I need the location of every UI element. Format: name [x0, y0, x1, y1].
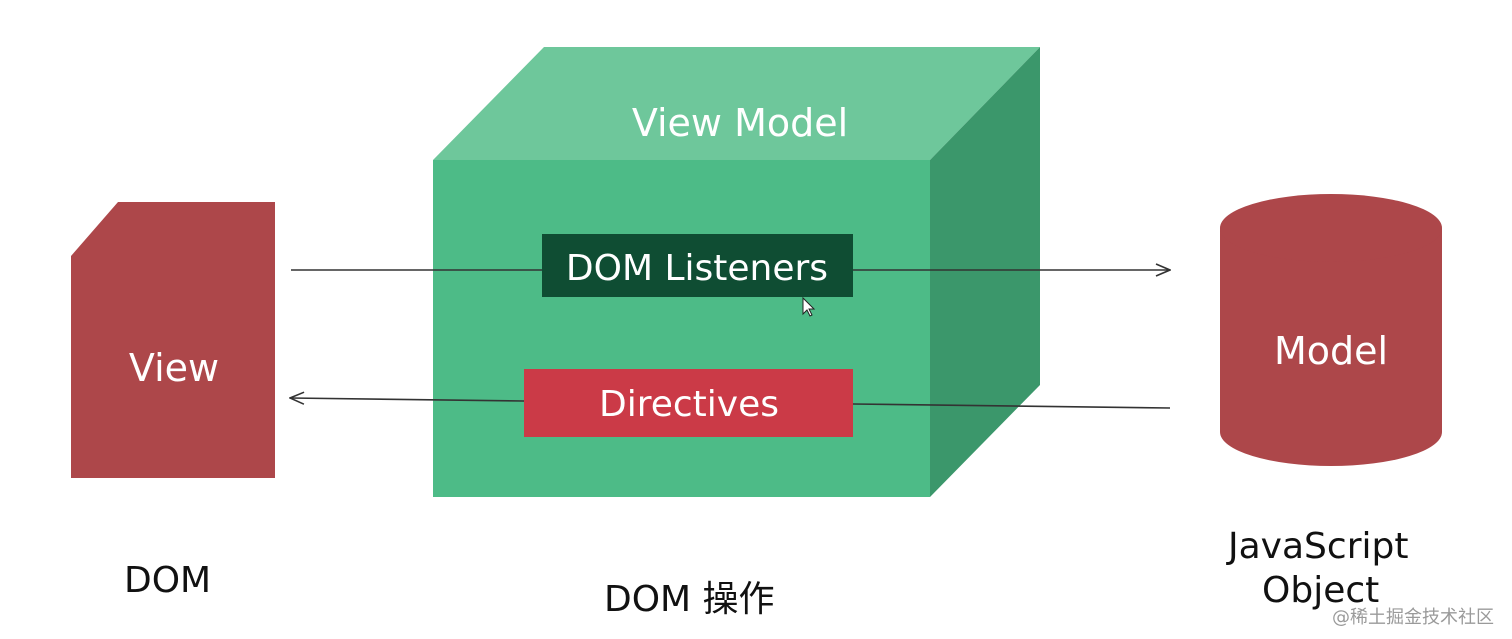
view-model-cube: View Model — [433, 47, 1040, 497]
cube-side-face — [930, 47, 1040, 497]
view-model-label: View Model — [632, 101, 848, 145]
dom-listeners-label: DOM Listeners — [566, 248, 828, 289]
dom-caption: DOM — [124, 560, 212, 601]
dom-listeners-background — [542, 234, 853, 297]
directives-label: Directives — [599, 384, 779, 425]
object-caption-line: Object — [1262, 570, 1380, 611]
model-label: Model — [1274, 329, 1388, 373]
model-cylinder-top — [1220, 194, 1442, 262]
dom-operations-caption: DOM 操作 — [604, 579, 775, 620]
view-block: View — [71, 202, 275, 478]
cube-top-face — [433, 47, 1040, 160]
view-document-shape — [71, 202, 275, 478]
javascript-object-caption: JavaScript Object — [1228, 525, 1408, 613]
view-label: View — [129, 346, 219, 390]
watermark: @稀土掘金技术社区 — [1332, 607, 1494, 628]
mouse-cursor-icon — [802, 296, 816, 317]
directives-background — [524, 369, 853, 437]
dom-listeners-box: DOM Listeners — [542, 234, 853, 297]
model-database: Model — [1220, 194, 1442, 466]
directives-box: Directives — [524, 369, 853, 437]
cube-front-face — [433, 160, 930, 497]
model-cylinder-body — [1220, 228, 1442, 466]
javascript-caption-line: JavaScript — [1228, 526, 1409, 567]
